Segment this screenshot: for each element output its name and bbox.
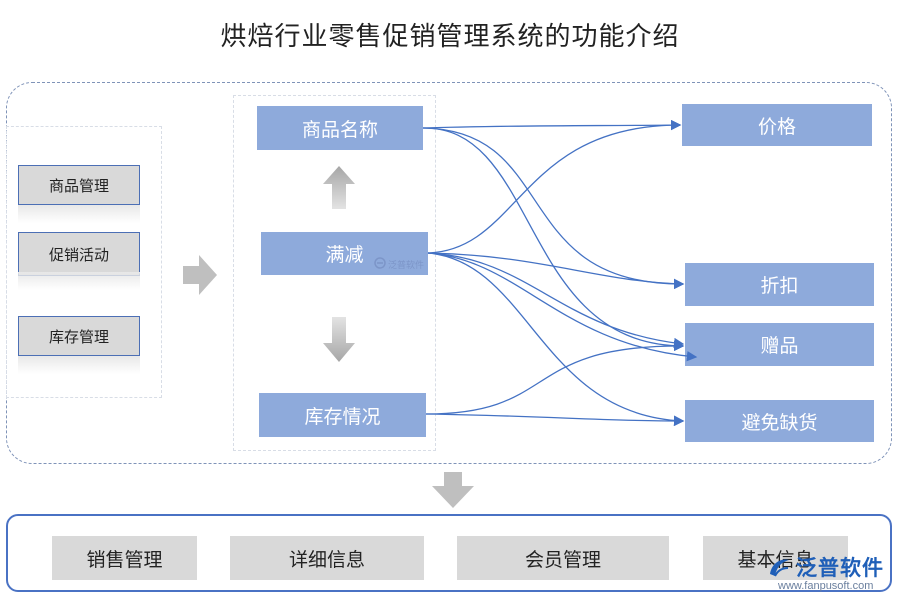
left-item-inventory-management: 库存管理 — [18, 316, 140, 374]
middle-item-label: 满减 — [325, 244, 364, 266]
down-arrow-icon — [432, 472, 474, 508]
right-item-label: 价格 — [757, 115, 796, 138]
watermark: 泛普软件 — [374, 257, 424, 272]
brand-logo-text: 泛普软件 — [796, 556, 884, 580]
right-item-label: 赠品 — [760, 335, 799, 357]
bottom-item-label: 会员管理 — [524, 548, 601, 571]
watermark-logo-icon — [374, 257, 386, 272]
left-item-promotion: 促销活动 — [18, 232, 140, 290]
bottom-item-label: 基本信息 — [737, 548, 814, 571]
right-item-label: 折扣 — [760, 275, 799, 297]
middle-item-discount-rule: 满减 — [261, 232, 428, 275]
bottom-container — [6, 514, 892, 592]
middle-item-label: 商品名称 — [301, 118, 378, 141]
bottom-item-basic-info: 基本信息 — [703, 536, 848, 580]
bottom-item-sales-management: 销售管理 — [52, 536, 197, 580]
left-panel — [6, 126, 162, 398]
brand-logo: 泛普软件 — [766, 552, 884, 582]
middle-item-product-name: 商品名称 — [257, 106, 423, 150]
middle-item-label: 库存情况 — [304, 405, 381, 428]
left-item-label: 库存管理 — [48, 327, 109, 346]
bottom-item-label: 销售管理 — [86, 548, 163, 571]
brand-logo-icon — [770, 559, 789, 577]
right-item-gift: 赠品 — [685, 323, 874, 366]
middle-item-stock-status: 库存情况 — [259, 393, 426, 437]
right-item-label: 避免缺货 — [741, 411, 818, 434]
left-item-product-management: 商品管理 — [18, 165, 140, 223]
bottom-item-member-management: 会员管理 — [457, 536, 669, 580]
right-arrow-icon — [183, 255, 217, 295]
left-item-label: 促销活动 — [48, 245, 109, 264]
right-item-avoid-stockout: 避免缺货 — [685, 400, 874, 442]
down-arrow-icon — [323, 317, 355, 362]
right-item-price: 价格 — [682, 104, 872, 146]
bottom-item-label: 详细信息 — [288, 548, 365, 571]
watermark-text: 泛普软件 — [388, 261, 425, 271]
left-item-label: 商品管理 — [48, 176, 109, 195]
right-item-discount: 折扣 — [685, 263, 874, 306]
page-title: 烘焙行业零售促销管理系统的功能介绍 — [220, 22, 680, 52]
brand-logo-url: www.fanpusoft.com — [778, 580, 874, 592]
up-arrow-icon — [323, 166, 355, 209]
bottom-item-detail-info: 详细信息 — [230, 536, 424, 580]
middle-panel — [233, 95, 436, 451]
